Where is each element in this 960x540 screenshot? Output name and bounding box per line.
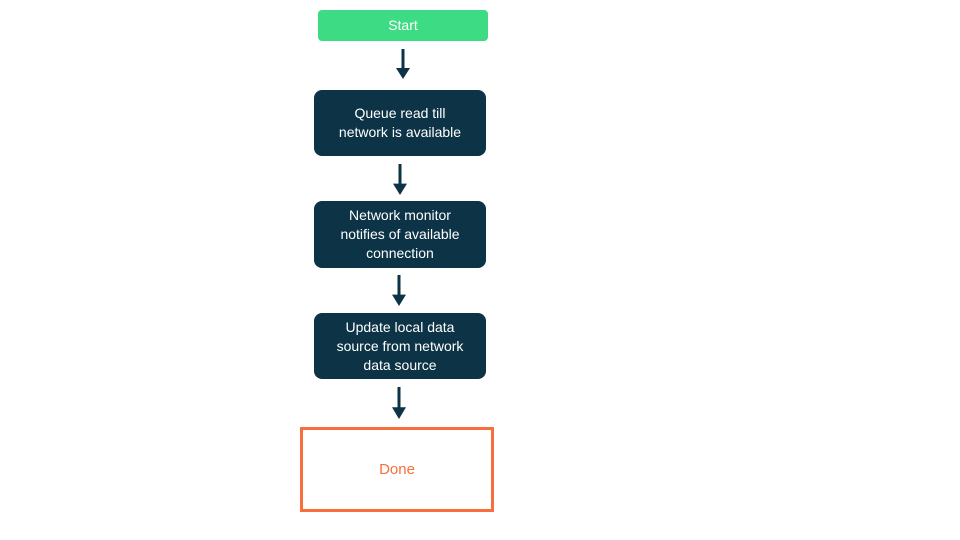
arrow-down-icon — [393, 164, 407, 195]
flowchart-node-done: Done — [300, 427, 494, 512]
node-monitor-label: Network monitor notifies of available co… — [340, 207, 460, 261]
node-update-label: Update local data source from network da… — [336, 318, 464, 373]
arrow-down-icon — [392, 275, 406, 306]
flowchart-node-network-monitor: Network monitor notifies of available co… — [314, 201, 486, 268]
flowchart-node-queue-read: Queue read till network is available — [314, 90, 486, 156]
node-done-label: Done — [379, 461, 415, 478]
node-start-label: Start — [388, 17, 418, 33]
arrow-down-icon — [396, 49, 410, 79]
flowchart-node-update-local-data: Update local data source from network da… — [314, 313, 486, 379]
node-queue-label: Queue read till network is available — [338, 105, 462, 140]
flowchart-node-start: Start — [318, 10, 488, 41]
arrow-down-icon — [392, 387, 406, 419]
